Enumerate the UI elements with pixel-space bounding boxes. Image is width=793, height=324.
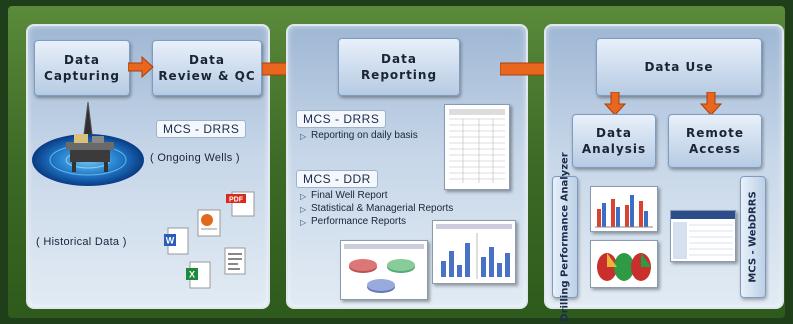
svg-text:W: W xyxy=(166,236,175,246)
data-reporting-box: Data Reporting xyxy=(338,38,460,96)
performance-report-thumbnail xyxy=(340,240,428,300)
data-capturing-box: Data Capturing xyxy=(34,40,130,96)
arrow-capture-to-review xyxy=(128,56,154,78)
oil-rig-icon xyxy=(32,101,144,186)
daily-report-thumbnail xyxy=(444,104,510,190)
ddr-item: ▷Statistical & Managerial Reports xyxy=(300,203,454,214)
svg-text:PDF: PDF xyxy=(229,197,244,204)
analysis-bar-chart-thumbnail xyxy=(590,186,658,232)
capture-system-tag: MCS - DRRS xyxy=(156,120,247,138)
text-file-icon xyxy=(224,247,246,275)
data-use-box: Data Use xyxy=(596,38,762,96)
performance-analyzer-label: Drilling Performance Analyzer xyxy=(552,152,578,322)
ddr-item: ▷Performance Reports xyxy=(300,216,407,227)
ddr-item: ▷Final Well Report xyxy=(300,190,388,201)
svg-text:X: X xyxy=(189,270,195,280)
remote-access-box: Remote Access xyxy=(668,114,762,168)
ongoing-wells-label: ( Ongoing Wells ) xyxy=(150,152,240,164)
drrs-item: ▷Reporting on daily basis xyxy=(300,130,418,141)
word-file-icon: W xyxy=(164,227,189,255)
webdrrs-text: MCS - WebDRRS xyxy=(747,191,759,283)
historical-data-label: ( Historical Data ) xyxy=(36,236,127,248)
drrs-item-list: ▷Reporting on daily basis xyxy=(300,130,420,143)
statistics-report-thumbnail xyxy=(432,220,516,284)
arrow-to-remote xyxy=(700,92,722,116)
data-analysis-box: Data Analysis xyxy=(572,114,656,168)
pdf-file-icon: PDF xyxy=(226,191,255,217)
webdrrs-label: MCS - WebDRRS xyxy=(740,176,766,298)
excel-file-icon: X xyxy=(186,261,211,289)
reporting-drrs-tag: MCS - DRRS xyxy=(296,110,387,128)
reporting-ddr-tag: MCS - DDR xyxy=(296,170,378,188)
arrow-to-analysis xyxy=(604,92,626,116)
analysis-pie-chart-thumbnail xyxy=(590,240,658,288)
data-review-box: Data Review & QC xyxy=(152,40,262,96)
ddr-item-list: ▷Final Well Report ▷Statistical & Manage… xyxy=(300,190,500,229)
analyzer-text: Drilling Performance Analyzer xyxy=(559,152,571,322)
webdrrs-screen-thumbnail xyxy=(670,210,736,262)
powerpoint-file-icon xyxy=(197,209,221,237)
